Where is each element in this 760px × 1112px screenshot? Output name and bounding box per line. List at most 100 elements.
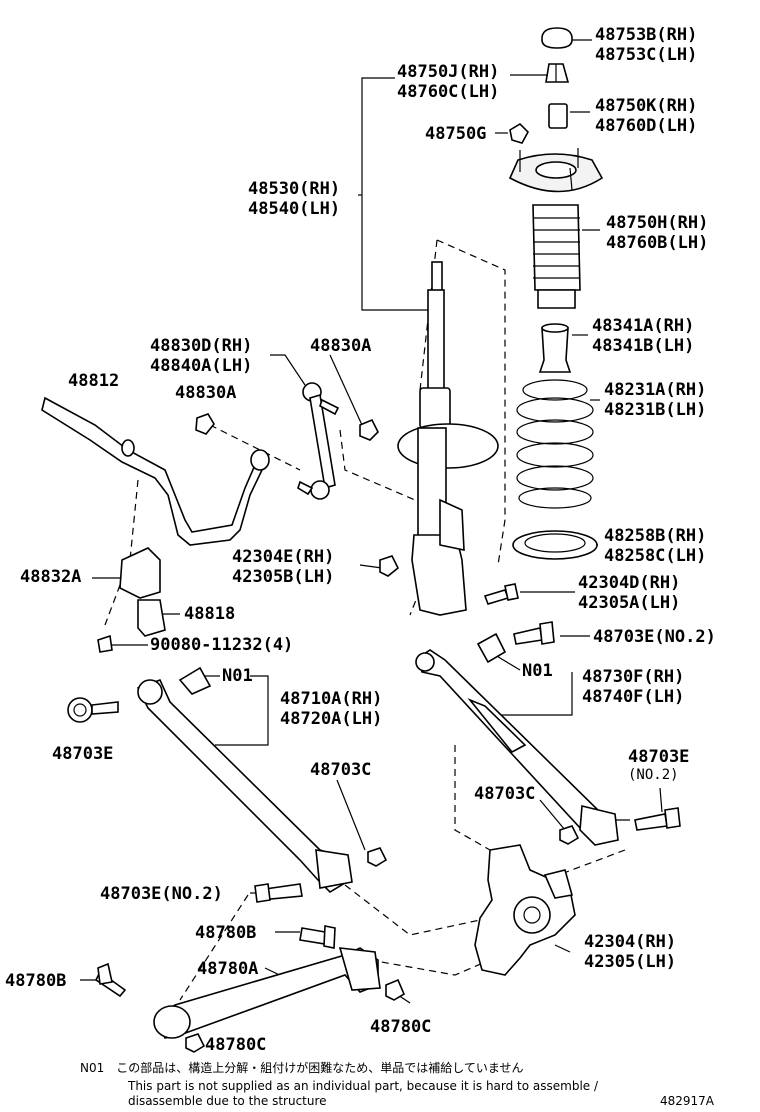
label-48258c: 48258C(LH) bbox=[604, 546, 706, 566]
lower-arm-nut-right bbox=[385, 978, 406, 1001]
label-48830a-lower: 48830A bbox=[175, 383, 236, 403]
label-48780c-left: 48780C bbox=[205, 1035, 266, 1055]
svg-text:48740F(LH): 48740F(LH) bbox=[582, 687, 684, 707]
label-48760b: 48760B(LH) bbox=[606, 233, 708, 253]
label-42305a: 42305A(LH) bbox=[578, 593, 680, 613]
label-n01-left: N01 bbox=[222, 666, 253, 686]
label-48818: 48818 bbox=[184, 604, 235, 624]
rear-lower-arm bbox=[153, 947, 381, 1039]
strut-nut bbox=[379, 555, 400, 577]
svg-text:48231A(RH): 48231A(RH) bbox=[604, 380, 706, 400]
label-48540: 48540(LH) bbox=[248, 199, 340, 219]
label-48760d: 48760D(LH) bbox=[595, 116, 697, 136]
footnote-english-line2: disassemble due to the structure bbox=[128, 1094, 327, 1108]
guide-stabilizer-bracket bbox=[129, 479, 139, 561]
svg-text:42305A(LH): 42305A(LH) bbox=[578, 593, 680, 613]
svg-text:48530(RH): 48530(RH) bbox=[248, 179, 340, 199]
svg-text:48760B(LH): 48760B(LH) bbox=[606, 233, 708, 253]
leader-lines bbox=[80, 39, 663, 1004]
label-48703e-no2-bottom: 48703E(NO.2) bbox=[100, 884, 223, 904]
stabilizer-nut-left bbox=[195, 413, 215, 435]
label-48832a: 48832A bbox=[20, 567, 81, 587]
svg-text:42304D(RH): 42304D(RH) bbox=[578, 573, 680, 593]
label-48830a-upper: 48830A bbox=[310, 336, 371, 356]
label-48720a: 48720A(LH) bbox=[280, 709, 382, 729]
label-48750h: 48750H(RH) bbox=[606, 213, 708, 233]
label-48780a: 48780A bbox=[197, 959, 258, 979]
label-48780b-left: 48780B bbox=[5, 971, 66, 991]
svg-text:48840A(LH): 48840A(LH) bbox=[150, 356, 252, 376]
svg-text:48720A(LH): 48720A(LH) bbox=[280, 709, 382, 729]
guide-knuckle-top bbox=[454, 745, 491, 851]
guide-arm-to-knuckle bbox=[344, 884, 481, 936]
label-48780b-center: 48780B bbox=[195, 923, 256, 943]
label-48530: 48530(RH) bbox=[248, 179, 340, 199]
lower-arm-nut-left bbox=[185, 1033, 206, 1053]
svg-text:48540(LH): 48540(LH) bbox=[248, 199, 340, 219]
stabilizer-bracket bbox=[97, 547, 166, 653]
stabilizer-bar bbox=[41, 396, 270, 546]
label-48780c-right: 48780C bbox=[370, 1017, 431, 1037]
svg-text:48341B(LH): 48341B(LH) bbox=[592, 336, 694, 356]
label-48750j: 48750J(RH) bbox=[397, 62, 499, 82]
label-no2-small: (NO.2) bbox=[628, 767, 679, 783]
label-48830d: 48830D(RH) bbox=[150, 336, 252, 356]
svg-text:48231B(LH): 48231B(LH) bbox=[604, 400, 706, 420]
label-42304d: 42304D(RH) bbox=[578, 573, 680, 593]
label-48840a: 48840A(LH) bbox=[150, 356, 252, 376]
guide-lower-arm-to-knuckle bbox=[369, 959, 491, 976]
bushing-n01-right bbox=[476, 632, 507, 664]
bushing-n01-left bbox=[178, 666, 212, 695]
svg-text:42305B(LH): 42305B(LH) bbox=[232, 567, 334, 587]
label-48753b: 48753B(RH) bbox=[595, 25, 697, 45]
svg-text:48760D(LH): 48760D(LH) bbox=[595, 116, 697, 136]
strut-top-nut bbox=[545, 63, 570, 83]
label-48760c: 48760C(LH) bbox=[397, 82, 499, 102]
label-48750k: 48750K(RH) bbox=[595, 96, 697, 116]
label-48341b: 48341B(LH) bbox=[592, 336, 694, 356]
svg-text:48750H(RH): 48750H(RH) bbox=[606, 213, 708, 233]
guide-link-to-strut bbox=[339, 429, 416, 501]
guide-lower-left bbox=[179, 894, 249, 1001]
label-48231b: 48231B(LH) bbox=[604, 400, 706, 420]
mount-nut bbox=[509, 122, 529, 144]
svg-text:48830D(RH): 48830D(RH) bbox=[150, 336, 252, 356]
shock-absorber bbox=[397, 261, 499, 616]
svg-text:48753C(LH): 48753C(LH) bbox=[595, 45, 697, 65]
svg-text:48760C(LH): 48760C(LH) bbox=[397, 82, 499, 102]
label-42304: 42304(RH) bbox=[584, 932, 676, 952]
label-48703e-left: 48703E bbox=[52, 744, 113, 764]
guide-stabilizer-link bbox=[209, 424, 301, 471]
collar bbox=[548, 103, 568, 129]
svg-text:48750J(RH): 48750J(RH) bbox=[397, 62, 499, 82]
label-48703e-no2-top: 48703E(NO.2) bbox=[593, 627, 716, 647]
svg-text:48753B(RH): 48753B(RH) bbox=[595, 25, 697, 45]
rear-lateral-arm-left bbox=[136, 678, 353, 894]
svg-text:42304E(RH): 42304E(RH) bbox=[232, 547, 334, 567]
svg-text:48258C(LH): 48258C(LH) bbox=[604, 546, 706, 566]
arm-bolt-no2-top bbox=[513, 627, 543, 645]
footnote-english-line1: This part is not supplied as an individu… bbox=[127, 1079, 599, 1093]
label-48750g: 48750G bbox=[425, 124, 486, 144]
guide-strut-to-spring bbox=[436, 239, 506, 566]
guide-knuckle-right bbox=[544, 849, 626, 881]
svg-text:48258B(RH): 48258B(RH) bbox=[604, 526, 706, 546]
coil-spring bbox=[516, 379, 594, 509]
label-48710a: 48710A(RH) bbox=[280, 689, 382, 709]
label-48753c: 48753C(LH) bbox=[595, 45, 697, 65]
svg-text:48341A(RH): 48341A(RH) bbox=[592, 316, 694, 336]
label-42305: 42305(LH) bbox=[584, 952, 676, 972]
bump-stopper bbox=[538, 323, 572, 373]
label-48740f: 48740F(LH) bbox=[582, 687, 684, 707]
label-48258b: 48258B(RH) bbox=[604, 526, 706, 546]
part-labels: 48753B(RH) 48753C(LH) 48750J(RH) 48760C(… bbox=[5, 25, 716, 1055]
svg-text:48730F(RH): 48730F(RH) bbox=[582, 667, 684, 687]
label-48730f: 48730F(RH) bbox=[582, 667, 684, 687]
label-42305b: 42305B(LH) bbox=[232, 567, 334, 587]
label-48341a: 48341A(RH) bbox=[592, 316, 694, 336]
arm-bolt-right bbox=[634, 813, 668, 831]
svg-text:42305(LH): 42305(LH) bbox=[584, 952, 676, 972]
label-42304e: 42304E(RH) bbox=[232, 547, 334, 567]
spring-insulator bbox=[512, 530, 598, 560]
